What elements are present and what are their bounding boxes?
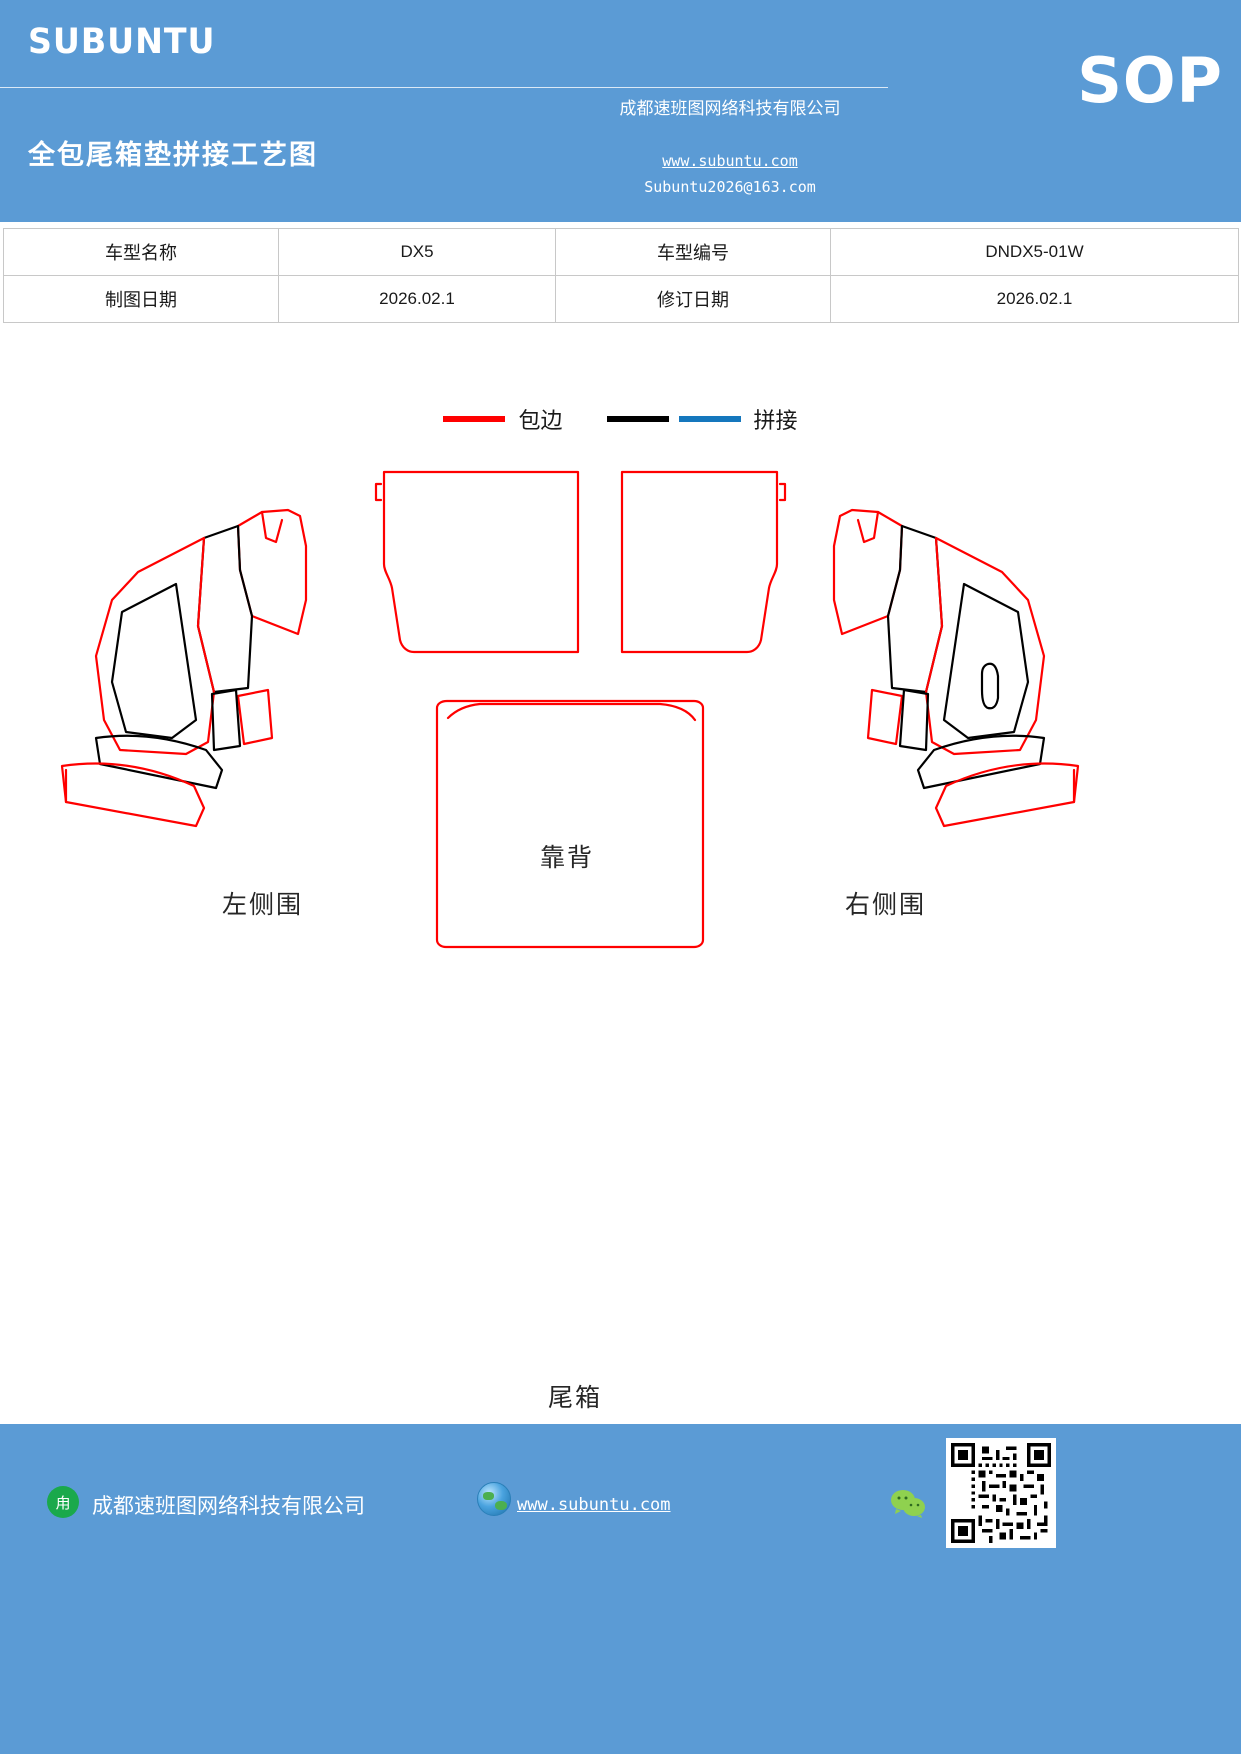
part-label-right-side: 右侧围 — [845, 892, 927, 919]
cell-revise-date-label: 修订日期 — [555, 275, 831, 323]
header-email: Subuntu2026@163.com — [644, 178, 816, 196]
part-left-side-group — [60, 508, 308, 828]
cell-model-name-label: 车型名称 — [3, 228, 279, 276]
table-row: 制图日期 2026.02.1 修订日期 2026.02.1 — [3, 275, 1239, 323]
page-header: SUBUNTU SOP 全包尾箱垫拼接工艺图 成都速班图网络科技有限公司 www… — [0, 0, 1241, 222]
footer-website-link[interactable]: www.subuntu.com — [517, 1495, 671, 1515]
legend-swatch-black-line-icon — [606, 416, 669, 422]
company-badge-icon: 甪 — [47, 1486, 79, 1518]
cell-model-code-value: DNDX5-01W — [830, 228, 1239, 276]
legend-label-seam: 拼接 — [753, 408, 798, 433]
vehicle-info-table: 车型名称 DX5 车型编号 DNDX5-01W 制图日期 2026.02.1 修… — [3, 228, 1239, 323]
legend-item-seam: 拼接 — [606, 403, 798, 435]
part-label-backrest: 靠背 — [540, 845, 595, 872]
cell-draw-date-value: 2026.02.1 — [278, 275, 556, 323]
qr-code — [946, 1438, 1056, 1548]
legend-swatch-blue-line-icon — [678, 416, 741, 422]
part-label-left-side: 左侧围 — [222, 892, 304, 919]
pattern-diagram: 靠背 左侧围 右侧围 尾箱 — [0, 420, 1241, 1412]
globe-icon — [477, 1482, 511, 1516]
sop-badge: SOP — [1077, 44, 1223, 117]
legend-label-binding: 包边 — [518, 408, 563, 433]
legend-swatch-red-line-icon — [443, 416, 506, 422]
header-company-name: 成都速班图网络科技有限公司 — [619, 99, 841, 118]
pattern-outlines-svg — [60, 470, 1080, 949]
part-backrest-left — [374, 470, 580, 654]
cell-revise-date-value: 2026.02.1 — [830, 275, 1239, 323]
legend-item-binding: 包边 — [443, 403, 563, 435]
brand-logo: SUBUNTU — [28, 22, 216, 62]
header-divider — [0, 87, 888, 88]
part-right-side-group — [832, 508, 1080, 828]
cell-draw-date-label: 制图日期 — [3, 275, 279, 323]
wechat-icon — [890, 1488, 926, 1518]
page-title: 全包尾箱垫拼接工艺图 — [28, 140, 318, 170]
part-label-trunk: 尾箱 — [548, 1385, 603, 1412]
legend: 包边 拼接 — [0, 402, 1241, 436]
cell-model-code-label: 车型编号 — [555, 228, 831, 276]
footer-company-name: 成都速班图网络科技有限公司 — [92, 1495, 365, 1518]
header-website-link[interactable]: www.subuntu.com — [662, 152, 798, 170]
cell-model-name-value: DX5 — [278, 228, 556, 276]
table-row: 车型名称 DX5 车型编号 DNDX5-01W — [3, 228, 1239, 276]
part-trunk-floor — [435, 699, 705, 949]
part-backrest-right — [620, 470, 787, 654]
